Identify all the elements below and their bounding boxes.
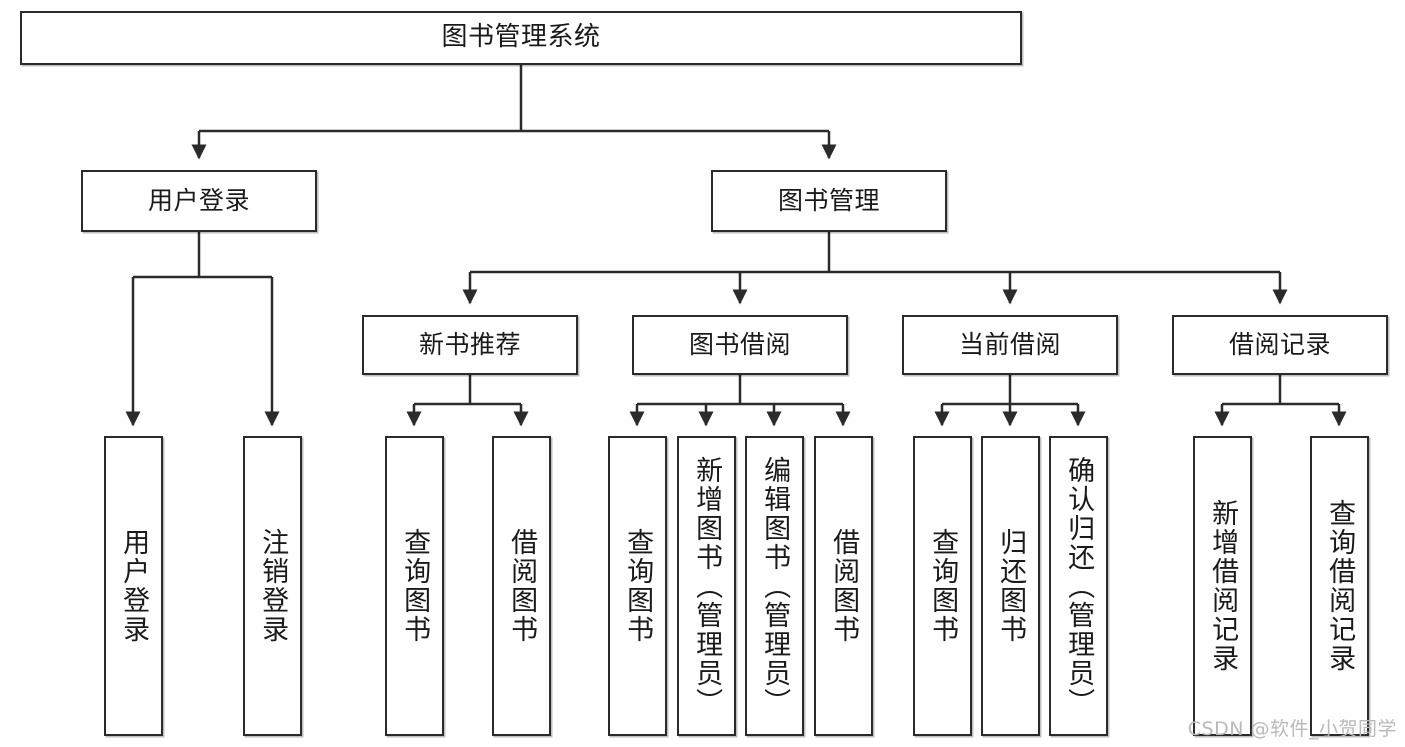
watermark: CSDN @软件_小贺同学 [1187, 718, 1397, 740]
node-book-borrow-label: 图书借阅 [688, 329, 791, 359]
node-leaf-confirm-return-label: 确认归还（管理员） [1063, 455, 1095, 717]
node-leaf-add-record-label: 新增借阅记录 [1207, 499, 1239, 673]
node-leaf-add-book[interactable]: 新增图书（管理员） [677, 436, 736, 736]
node-current-borrow[interactable]: 当前借阅 [902, 315, 1118, 375]
node-leaf-user-login[interactable]: 用户登录 [104, 436, 163, 736]
node-leaf-query-book-1[interactable]: 查询图书 [385, 436, 444, 736]
node-leaf-add-record[interactable]: 新增借阅记录 [1193, 436, 1252, 736]
node-leaf-query-book-3-label: 查询图书 [927, 528, 959, 644]
node-leaf-return-book-label: 归还图书 [995, 528, 1027, 644]
node-leaf-logout[interactable]: 注销登录 [243, 436, 302, 736]
node-leaf-borrow-book-1-label: 借阅图书 [506, 528, 538, 644]
node-leaf-query-book-2-label: 查询图书 [622, 528, 654, 644]
node-leaf-borrow-book-1[interactable]: 借阅图书 [492, 436, 551, 736]
node-leaf-query-record-label: 查询借阅记录 [1324, 499, 1356, 673]
node-book-management[interactable]: 图书管理 [711, 170, 947, 232]
node-borrow-record[interactable]: 借阅记录 [1172, 315, 1388, 375]
node-root-label: 图书管理系统 [441, 22, 601, 53]
node-new-book-recommend[interactable]: 新书推荐 [362, 315, 578, 375]
node-leaf-edit-book-label: 编辑图书（管理员） [759, 455, 791, 717]
node-leaf-query-book-3[interactable]: 查询图书 [913, 436, 972, 736]
node-leaf-confirm-return[interactable]: 确认归还（管理员） [1049, 436, 1108, 736]
node-leaf-query-book-2[interactable]: 查询图书 [608, 436, 667, 736]
node-borrow-record-label: 借阅记录 [1228, 329, 1331, 359]
node-leaf-borrow-book-2[interactable]: 借阅图书 [814, 436, 873, 736]
node-leaf-logout-label: 注销登录 [257, 528, 289, 644]
node-user-login[interactable]: 用户登录 [81, 170, 317, 232]
node-leaf-query-record[interactable]: 查询借阅记录 [1310, 436, 1369, 736]
node-new-book-recommend-label: 新书推荐 [418, 329, 521, 359]
node-leaf-add-book-label: 新增图书（管理员） [691, 455, 723, 717]
node-leaf-borrow-book-2-label: 借阅图书 [828, 528, 860, 644]
node-book-borrow[interactable]: 图书借阅 [632, 315, 848, 375]
node-current-borrow-label: 当前借阅 [958, 329, 1061, 359]
node-root[interactable]: 图书管理系统 [20, 11, 1022, 65]
node-leaf-edit-book[interactable]: 编辑图书（管理员） [745, 436, 804, 736]
node-leaf-return-book[interactable]: 归还图书 [981, 436, 1040, 736]
node-book-management-label: 图书管理 [777, 185, 880, 215]
node-user-login-label: 用户登录 [147, 185, 250, 215]
node-leaf-user-login-label: 用户登录 [118, 528, 150, 644]
node-leaf-query-book-1-label: 查询图书 [399, 528, 431, 644]
